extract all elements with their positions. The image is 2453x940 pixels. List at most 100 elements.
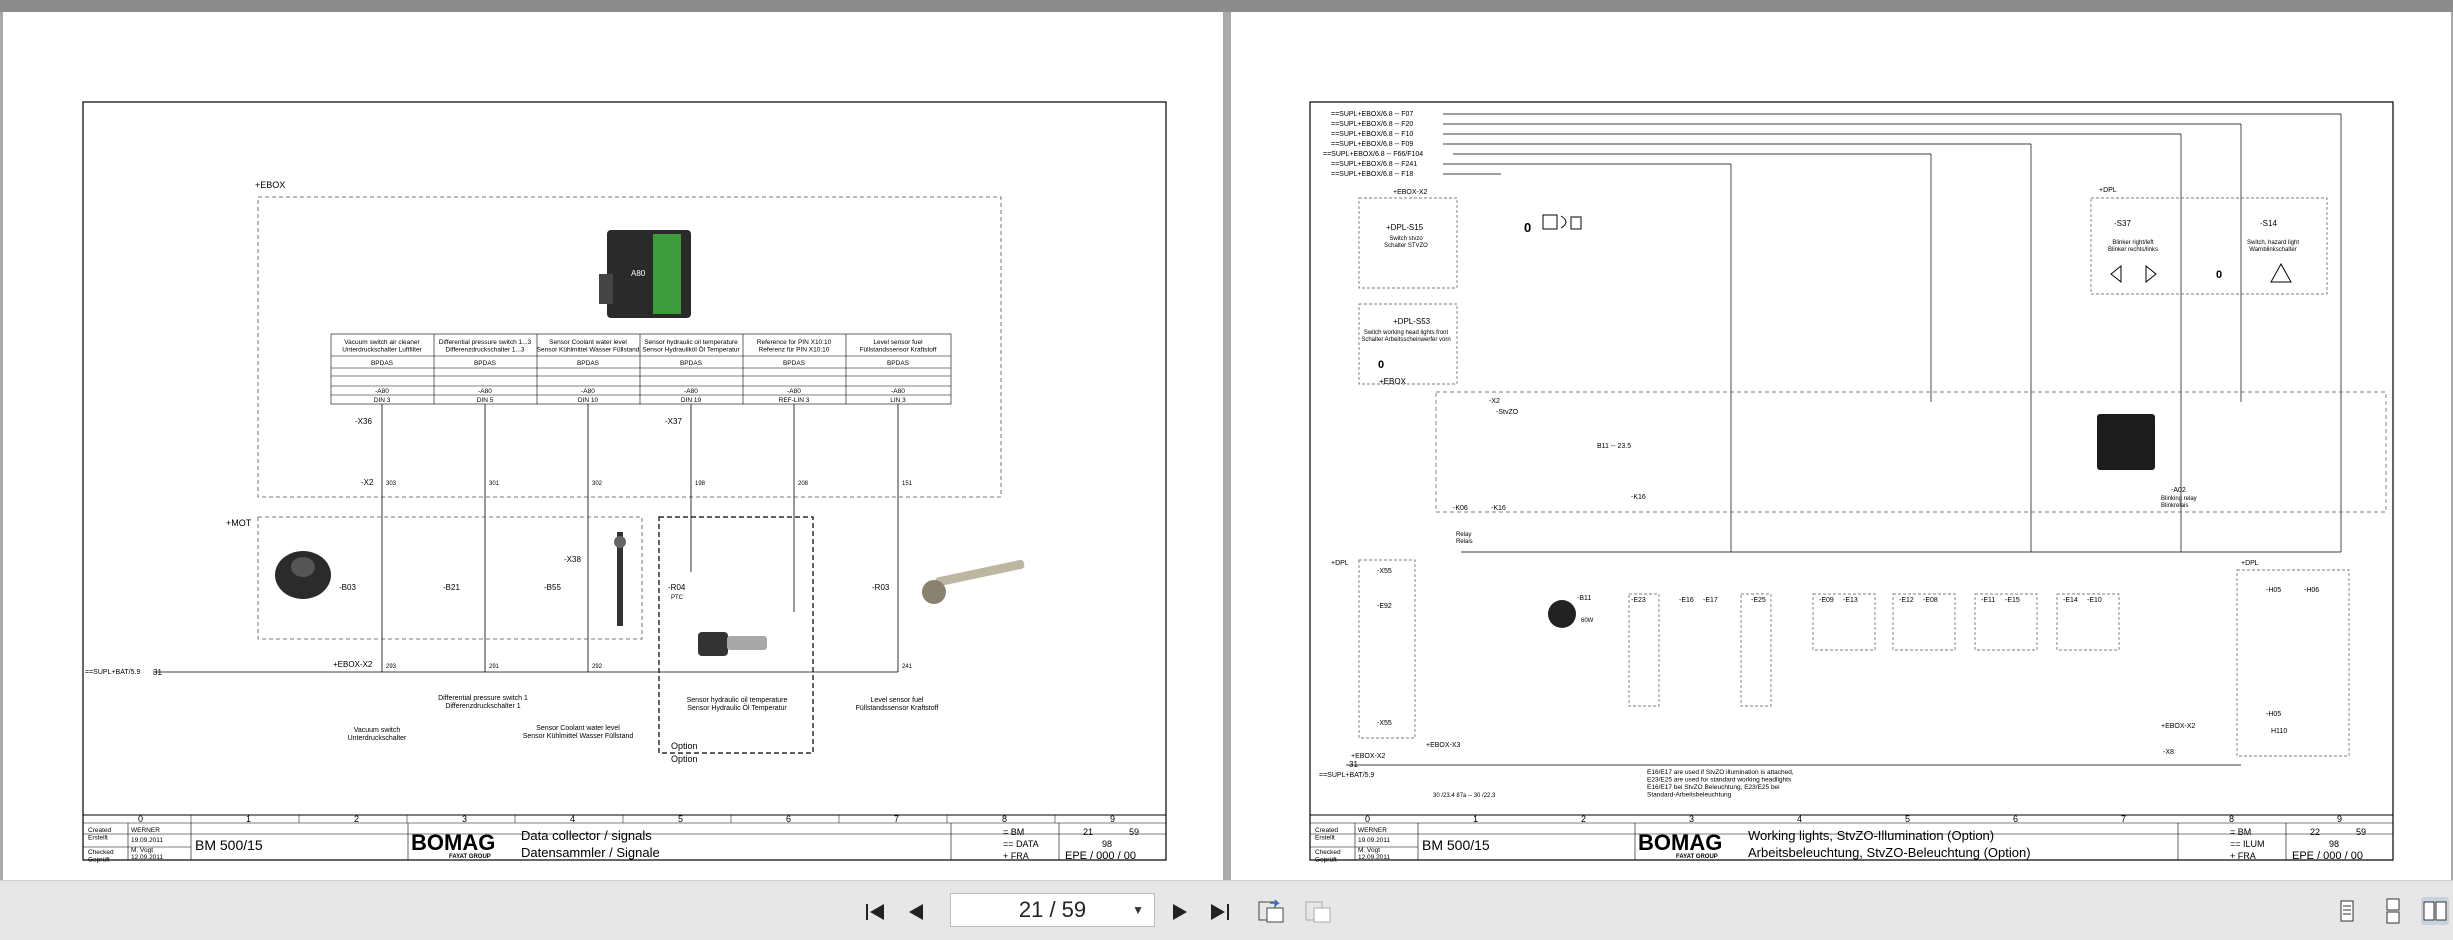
machine-label: BM 500/15: [195, 837, 263, 853]
switch-position-zero: 0: [1378, 359, 1384, 371]
previous-page-button[interactable]: [903, 901, 929, 923]
page-number-select[interactable]: 21 / 59 ▼: [950, 893, 1155, 927]
table-cell: BPDAS: [783, 360, 806, 367]
feed-label: ==SUPL+EBOX/6.8 -- F10: [1331, 131, 1413, 138]
single-page-view-button[interactable]: [2333, 897, 2361, 925]
viewer-toolbar: 21 / 59 ▼: [0, 880, 2453, 940]
two-page-view-button[interactable]: [2421, 897, 2449, 925]
table-cell: -A80: [684, 388, 698, 395]
history-forward-button[interactable]: [1303, 897, 1333, 925]
created-date: 19.09.2011: [131, 837, 163, 844]
bomag-logo: BOMAG FAYAT GROUP: [411, 830, 495, 860]
svg-text:BOMAG: BOMAG: [1638, 830, 1722, 855]
drawing-frame: [82, 101, 1167, 861]
x2-point: 303: [386, 481, 397, 487]
created-by: WERNER: [1358, 827, 1387, 834]
component-r04: -R04: [668, 583, 686, 592]
x2-point: 301: [489, 481, 500, 487]
lamp-e25: -E25: [1751, 597, 1766, 604]
table-cell: -A80: [478, 388, 492, 395]
wire-number: 293: [386, 664, 397, 670]
notes: E16/E17 are used if StvZO illumination i…: [1647, 769, 1794, 799]
component-a02: -A02: [2171, 487, 2186, 494]
grid-number: 8: [1002, 814, 1007, 824]
skip-last-icon: [1211, 904, 1229, 920]
x2-point: 302: [592, 481, 603, 487]
grid-number: 4: [570, 814, 575, 824]
ebox-x2-top: +EBOX-X2: [1393, 189, 1428, 196]
table-cell: BPDAS: [371, 360, 394, 367]
lamp-e11: -E11: [1981, 597, 1995, 604]
stvzo-label: -StvZO: [1496, 409, 1519, 416]
lamp-e10: -E10: [2087, 597, 2102, 604]
connector-x36: -X36: [355, 417, 372, 426]
code-bm: = BM: [2230, 827, 2251, 837]
ebox-label: +EBOX: [255, 180, 285, 190]
page-number: 21: [1083, 827, 1093, 837]
bomag-logo: BOMAG FAYAT GROUP: [1638, 830, 1722, 860]
code-bm: = BM: [1003, 827, 1024, 837]
grid-number: 9: [1110, 814, 1115, 824]
lamp-e16: -E16: [1679, 597, 1694, 604]
title-de: Arbeitsbeleuchtung, StvZO-Beleuchtung (O…: [1748, 845, 2031, 860]
epe-code: EPE / 000 / 00: [2292, 850, 2363, 862]
feed-label: ==SUPL+EBOX/6.8 -- F07: [1331, 111, 1413, 118]
single-page-icon: [2340, 900, 2354, 922]
wire-number: 292: [592, 664, 603, 670]
last-page-button[interactable]: [1207, 901, 1233, 923]
grid-number: 2: [1581, 814, 1586, 824]
component-b11: -B11: [1577, 595, 1591, 602]
r04-sub: PTC: [671, 595, 684, 601]
document-page-22: 0 1 2 3 4 5 6 7 8 9 ==SUPL+EBOX/6.8 -- F…: [1231, 12, 2451, 880]
grid-number: 0: [1365, 814, 1370, 824]
table-cell: BPDAS: [887, 360, 910, 367]
relay-k06: -K06: [1453, 505, 1468, 512]
page-number: 22: [2310, 827, 2320, 837]
supl-bat-label: ==SUPL+BAT/5.9: [1319, 772, 1374, 779]
blinking-relay-image: [2097, 414, 2155, 470]
connector-x8: -X8: [2163, 749, 2174, 756]
history-back-button[interactable]: [1256, 897, 1286, 925]
mot-label: +MOT: [226, 518, 252, 528]
table-cell: DIN 19: [681, 397, 702, 404]
next-page-button[interactable]: [1167, 901, 1193, 923]
x2-point: 208: [798, 481, 809, 487]
ebox-x3-label: +EBOX-X3: [1426, 742, 1461, 749]
first-page-button[interactable]: [862, 901, 888, 923]
wire-number: 241: [902, 664, 913, 670]
light-switch-zero: 0: [1524, 220, 1531, 235]
feed-label: ==SUPL+EBOX/6.8 -- F20: [1331, 121, 1413, 128]
sheet-number: 98: [1102, 839, 1112, 849]
lamp-e15: -E15: [2005, 597, 2020, 604]
lamp-h05: -H05: [2266, 587, 2281, 594]
working-light-symbol-icon: [1542, 214, 1582, 230]
continuous-view-button[interactable]: [2379, 897, 2407, 925]
component-b11-sub: 60W: [1581, 618, 1594, 624]
grid-number: 0: [138, 814, 143, 824]
relay-k16: -K16: [1491, 505, 1506, 512]
grid-number: 5: [678, 814, 683, 824]
hazard-position-zero: 0: [2216, 269, 2222, 281]
checked-by: M. Vogt: [131, 847, 153, 854]
supl-bat-label: ==SUPL+BAT/5.9: [85, 669, 140, 676]
grid-number: 5: [1905, 814, 1910, 824]
lamp-e17: -E17: [1703, 597, 1718, 604]
switch-s37: -S37: [2114, 219, 2131, 228]
page-total: 59: [1129, 827, 1139, 837]
machine-label: BM 500/15: [1422, 837, 1490, 853]
option-label: Option: [671, 741, 698, 751]
lamp-h05-ref: -H05: [2266, 711, 2281, 718]
